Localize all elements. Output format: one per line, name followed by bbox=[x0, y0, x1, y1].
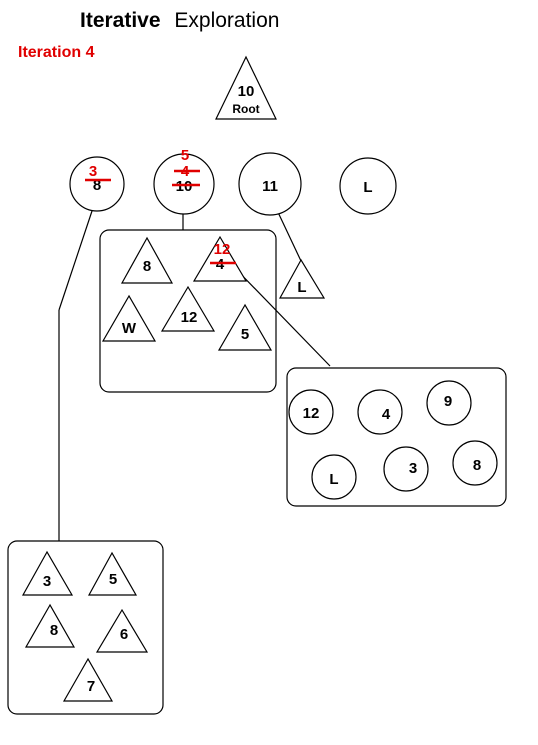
connector-line bbox=[58, 207, 94, 311]
child-1-old-value: 8 bbox=[93, 177, 101, 194]
box-middle-crossed-old: 4 bbox=[216, 256, 225, 273]
box-right-circle bbox=[288, 389, 334, 435]
box-middle-node: W bbox=[122, 320, 137, 337]
child-node-3 bbox=[238, 152, 302, 216]
child-2-new-value: 5 bbox=[181, 147, 189, 164]
box-left-triangle bbox=[62, 657, 114, 702]
box-right-circle bbox=[426, 380, 472, 426]
box-left-node: 8 bbox=[50, 622, 58, 639]
child-4-value: L bbox=[363, 179, 372, 196]
box-left-triangle bbox=[21, 550, 74, 596]
box-right-circle bbox=[311, 454, 357, 500]
box-middle-crossed-new: 12 bbox=[214, 241, 231, 258]
box-left-node: 5 bbox=[109, 571, 117, 588]
connector-line bbox=[231, 264, 331, 367]
child-node-4 bbox=[339, 157, 397, 215]
child-1-new-value: 3 bbox=[89, 163, 97, 180]
leaf-value: L bbox=[297, 279, 306, 296]
box-right-node: 12 bbox=[303, 405, 320, 422]
box-right-node: 4 bbox=[382, 406, 391, 423]
root-triangle bbox=[215, 55, 277, 120]
box-middle-node: 8 bbox=[143, 258, 151, 275]
box-middle-node: 5 bbox=[241, 326, 249, 343]
box-right-circle bbox=[357, 389, 403, 435]
box-left-node: 3 bbox=[43, 573, 51, 590]
child-node-1 bbox=[69, 156, 125, 212]
title-rest: Exploration bbox=[174, 9, 279, 32]
box-right-circle bbox=[383, 446, 429, 492]
box-right-circle bbox=[452, 440, 498, 486]
root-label: Root bbox=[232, 102, 259, 116]
box-left-triangle bbox=[87, 551, 138, 596]
box-right-node: 8 bbox=[473, 457, 481, 474]
box-left-node: 6 bbox=[120, 626, 128, 643]
box-middle-triangle bbox=[192, 235, 248, 282]
box-right bbox=[286, 367, 507, 507]
box-middle-node: 12 bbox=[181, 309, 198, 326]
box-middle-triangle bbox=[120, 236, 174, 284]
connector-line bbox=[275, 207, 302, 262]
box-left-triangle bbox=[95, 608, 149, 653]
child-2-old-value: 10 bbox=[176, 178, 193, 195]
title-bold: Iterative bbox=[80, 9, 161, 32]
leaf-triangle bbox=[278, 258, 326, 299]
iteration-label: Iteration 4 bbox=[18, 44, 95, 61]
box-left-triangle bbox=[24, 603, 76, 648]
box-right-node: 3 bbox=[409, 460, 417, 477]
child-3-value: 11 bbox=[262, 178, 278, 195]
box-right-node: 9 bbox=[444, 393, 452, 410]
box-middle-triangle bbox=[101, 294, 157, 342]
root-value: 10 bbox=[238, 83, 255, 100]
box-middle bbox=[99, 229, 277, 393]
box-left-node: 7 bbox=[87, 678, 95, 695]
box-left bbox=[7, 540, 164, 715]
title: Iterative Exploration bbox=[80, 9, 279, 32]
box-middle-triangle bbox=[160, 285, 216, 332]
box-middle-triangle bbox=[217, 303, 273, 351]
box-right-node: L bbox=[329, 471, 338, 488]
